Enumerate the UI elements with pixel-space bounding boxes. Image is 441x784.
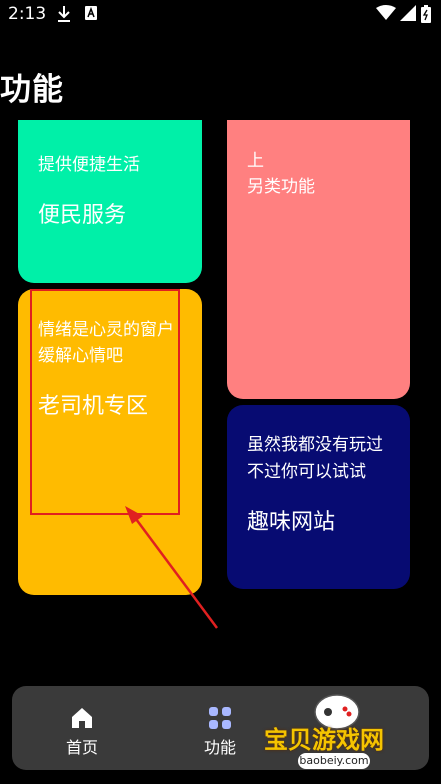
nav-item-home[interactable]: 首页	[37, 686, 127, 770]
nav-label-functions: 功能	[203, 738, 236, 757]
home-icon	[70, 706, 94, 734]
card-subtitle-line2: 不过你可以试试	[247, 462, 366, 482]
card-subtitle: 提供便捷生活	[38, 155, 140, 175]
card-title: 便民服务	[38, 203, 127, 228]
status-bar: 2:13	[0, 0, 441, 30]
card-convenience-service[interactable]: 提供便捷生活 便民服务	[18, 120, 202, 283]
signal-icon	[400, 5, 416, 25]
card-alternative-functions[interactable]: 上 另类功能	[227, 120, 410, 399]
watermark: 宝贝游戏网 baobeiy.com	[262, 690, 412, 780]
card-title: 趣味网站	[247, 510, 336, 535]
watermark-text: 宝贝游戏网	[264, 726, 384, 754]
card-subtitle-line2: 缓解心情吧	[38, 346, 123, 366]
status-time: 2:13	[8, 4, 47, 24]
card-subtitle-line1: 上	[247, 151, 264, 171]
battery-icon	[421, 5, 431, 27]
nav-label-home: 首页	[65, 738, 98, 757]
app-badge-icon	[84, 5, 98, 25]
wifi-icon	[376, 5, 396, 25]
bottom-navigation: 首页 功能	[12, 686, 429, 770]
watermark-url: baobeiy.com	[298, 753, 370, 769]
card-title: 老司机专区	[38, 394, 149, 419]
card-subtitle-line1: 情绪是心灵的窗户	[38, 320, 174, 340]
card-fun-websites[interactable]: 虽然我都没有玩过 不过你可以试试 趣味网站	[227, 405, 410, 589]
card-subtitle-line2: 另类功能	[247, 177, 315, 197]
download-icon	[57, 5, 71, 27]
annotation-highlight-box	[30, 289, 180, 515]
gamepad-logo-icon	[314, 694, 360, 730]
grid-icon	[208, 706, 232, 734]
card-subtitle-line1: 虽然我都没有玩过	[247, 435, 383, 455]
nav-item-functions[interactable]: 功能	[175, 686, 265, 770]
page-title: 功能	[0, 72, 64, 108]
